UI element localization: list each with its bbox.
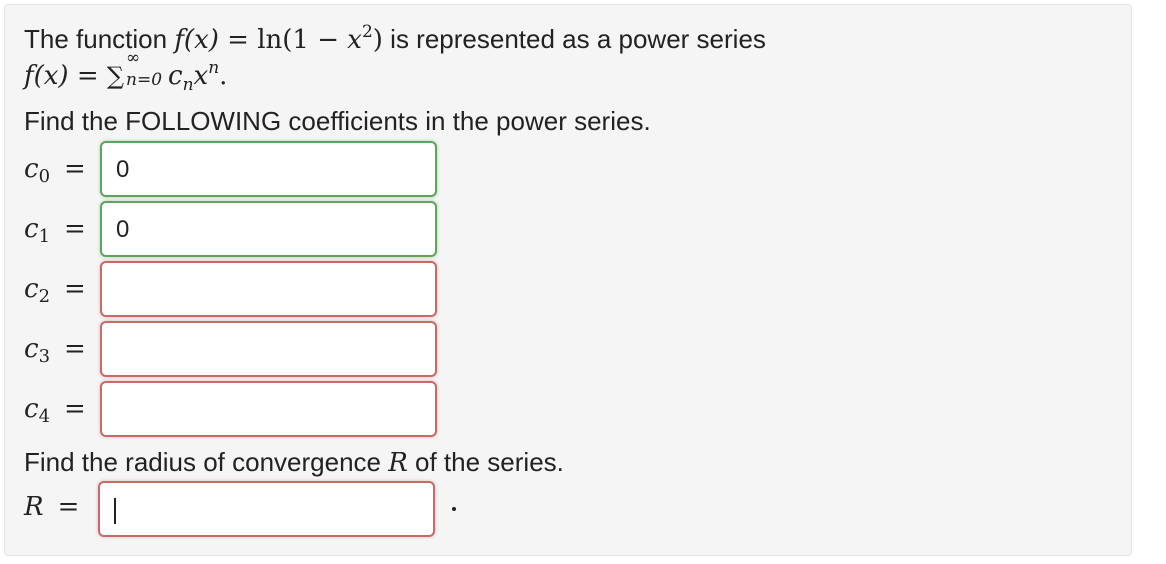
radius-prompt-text: Find the radius of convergence xyxy=(24,447,389,477)
c1-label: c1= xyxy=(24,214,86,247)
x-variable: x xyxy=(347,25,362,55)
equals-sign: = xyxy=(218,25,258,55)
coefficients-prompt: Find the FOLLOWING coefficients in the p… xyxy=(24,106,651,136)
text-cursor xyxy=(114,497,116,524)
c2-answer-input[interactable] xyxy=(100,261,437,317)
c2-label: c2= xyxy=(24,274,86,307)
c1-answer-input[interactable]: 0 xyxy=(100,201,437,257)
c3-label: c3= xyxy=(24,334,86,367)
function-symbol: f(x) xyxy=(174,25,219,55)
c4-answer-input[interactable] xyxy=(100,381,437,437)
series-lhs: f(x) = xyxy=(24,61,107,91)
problem-statement-line1: The function f(x) = ln(1 − x2) is repres… xyxy=(24,22,766,55)
x-power-base: x xyxy=(193,61,209,91)
coefficient-index: n xyxy=(182,75,194,96)
radius-symbol: R xyxy=(388,448,408,478)
sum-lower-limit: n=0 xyxy=(126,70,163,90)
intro-text: The function xyxy=(24,24,175,54)
radius-prompt: Find the radius of convergence R of the … xyxy=(24,449,564,476)
coefficient-symbol: c xyxy=(168,61,183,91)
sigma-symbol: ∑ xyxy=(106,62,125,90)
sum-limits: ∞n=0 xyxy=(124,50,168,89)
exponent-2: 2 xyxy=(361,22,373,42)
radius-label: R= xyxy=(24,492,80,522)
c0-label: c0= xyxy=(24,154,86,187)
radius-answer-input[interactable] xyxy=(98,481,435,537)
intro-text-tail: is represented as a power series xyxy=(382,24,766,54)
c4-label: c4= xyxy=(24,394,86,427)
radius-prompt-tail: of the series. xyxy=(407,447,564,477)
sum-upper-limit: ∞ xyxy=(126,48,141,68)
trailing-period xyxy=(452,507,456,511)
ln-argument-close: ) xyxy=(372,25,383,55)
c3-answer-input[interactable] xyxy=(100,321,437,377)
c0-answer-input[interactable]: 0 xyxy=(100,141,437,197)
formula-period: . xyxy=(219,61,228,91)
ln-symbol: ln xyxy=(257,25,283,55)
ln-argument-open: (1 − xyxy=(282,25,348,55)
x-power-exponent: n xyxy=(208,58,220,78)
